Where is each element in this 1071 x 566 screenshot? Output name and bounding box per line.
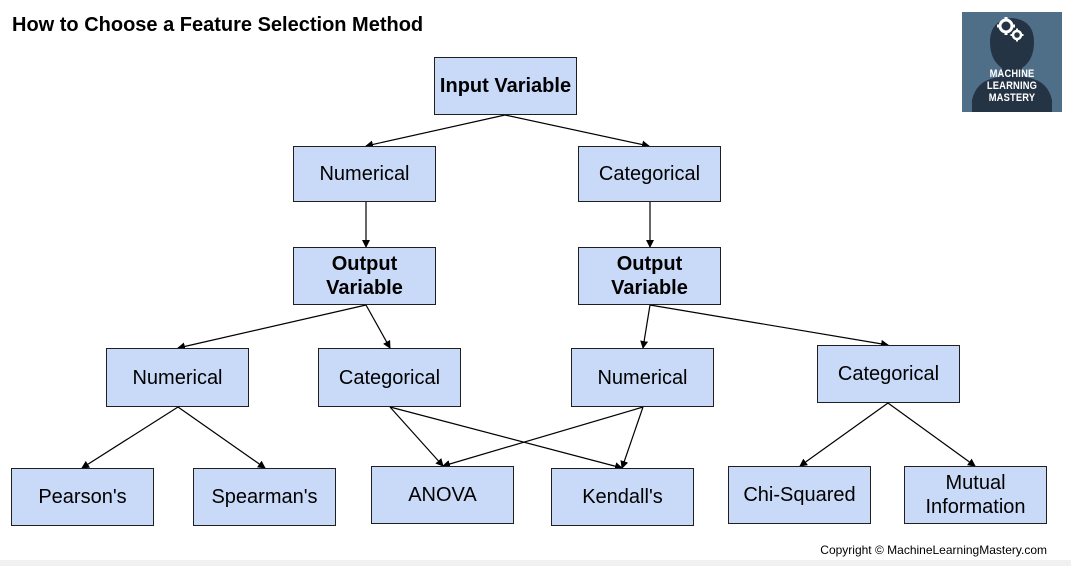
node-numerical-output-numerical: Numerical [106,348,249,407]
edge-input-to-categorical [504,114,650,149]
edge-categorical-to-anova [389,406,444,467]
node-mutual-information: Mutual Information [904,466,1047,524]
edge-numerical-to-pearsons [81,406,179,469]
node-output-variable-right: Output Variable [578,247,721,305]
edge-categorical-right-to-chi-squared [799,402,889,467]
bottom-strip [0,560,1071,566]
node-input-numerical: Numerical [293,146,436,202]
node-anova: ANOVA [371,466,514,524]
node-output-variable-left: Output Variable [293,247,436,305]
edge-output-right-to-numerical [640,304,651,349]
node-kendalls: Kendall's [551,468,694,526]
diagram-title: How to Choose a Feature Selection Method [12,14,424,36]
logo-line-learning: LEARNING [986,80,1038,92]
edge-numerical-to-spearmans [177,406,266,469]
node-numerical-output-categorical: Categorical [318,348,461,407]
node-chi-squared: Chi-Squared [728,466,871,524]
edge-categorical-right-to-mutual-information [887,402,976,467]
node-spearmans: Spearman's [193,468,336,526]
edge-input-to-numerical [365,114,506,149]
gear-head-icon [972,17,1052,112]
edge-output-right-to-categorical [649,304,889,348]
node-pearsons: Pearson's [11,468,154,526]
edge-output-left-to-categorical [365,304,391,349]
node-categorical-output-categorical: Categorical [817,345,960,403]
logo-line-mastery: MASTERY [988,92,1036,104]
edge-numerical-right-to-kendalls [620,406,644,469]
copyright-footer: Copyright © MachineLearningMastery.com [820,543,1047,557]
edge-numerical-right-to-anova [442,406,644,468]
node-input-categorical: Categorical [578,146,721,202]
machine-learning-mastery-logo: MACHINE LEARNING MASTERY [962,12,1062,112]
node-input-variable: Input Variable [434,57,577,115]
logo-line-machine: MACHINE [989,68,1035,80]
node-categorical-output-numerical: Numerical [571,348,714,407]
edge-categorical-to-kendalls [389,406,623,471]
edge-output-left-to-numerical [177,304,367,351]
